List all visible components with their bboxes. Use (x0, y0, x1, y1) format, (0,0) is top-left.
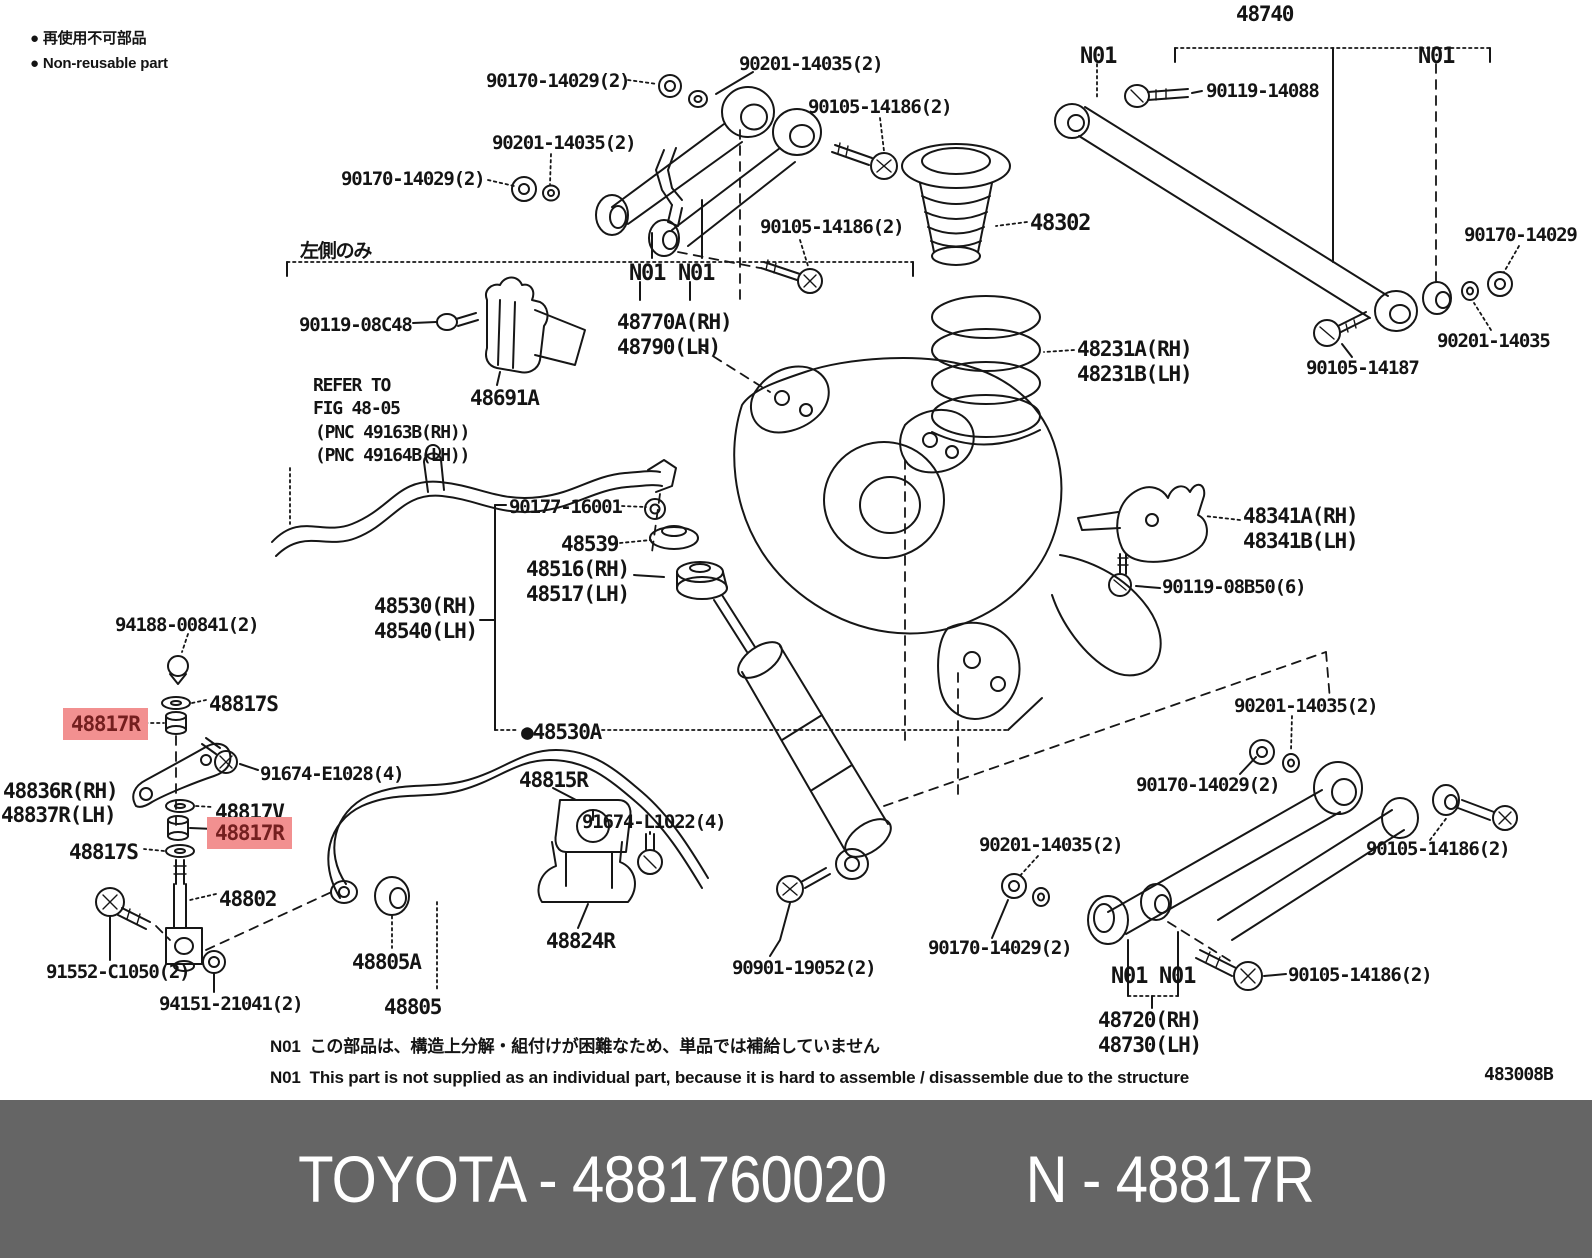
spring-bumper-bracket-drawing (1077, 483, 1241, 597)
part-label[interactable]: 48516(RH) (526, 557, 630, 581)
part-label[interactable]: 48720(RH) (1098, 1008, 1202, 1032)
part-label[interactable]: 94188-00841(2) (115, 614, 260, 636)
part-label[interactable]: 90170-14029(2) (928, 937, 1073, 959)
part-label[interactable]: 90105-14186(2) (1288, 964, 1433, 986)
part-label[interactable]: 91552-C1050(2) (46, 961, 191, 983)
part-label[interactable]: 90901-19052(2) (732, 957, 877, 979)
part-label[interactable]: 48790(LH) (617, 335, 721, 359)
part-label[interactable]: 48805 (384, 995, 442, 1019)
part-label[interactable]: N01 (1159, 964, 1196, 989)
footnote-en: N01 This part is not supplied as an indi… (270, 1068, 1190, 1087)
footer-bar: TOYOTA - 4881760020 N - 48817R (0, 1100, 1592, 1258)
part-label[interactable]: (PNC 49164B(LH)) (315, 445, 470, 466)
part-label[interactable]: 48815R (519, 768, 589, 792)
part-label[interactable]: 48824R (546, 929, 616, 953)
part-label[interactable]: 48539 (561, 532, 619, 556)
part-label[interactable]: N01 (678, 261, 715, 286)
part-label[interactable]: 48805A (352, 950, 422, 974)
part-label-highlighted[interactable]: 48817R (207, 817, 292, 850)
part-label[interactable]: 48802 (219, 887, 277, 911)
legend-jp: ● 再使用不可部品 (30, 30, 147, 47)
part-label[interactable]: 91674-E1028(4) (260, 763, 405, 785)
part-label[interactable]: 48540(LH) (374, 619, 478, 643)
part-label[interactable]: REFER TO (313, 375, 391, 396)
footer-part-code: N - 48817R (1026, 1142, 1315, 1216)
part-label[interactable]: 90170-14029(2) (341, 168, 486, 190)
part-label[interactable]: 90119-14088 (1206, 80, 1320, 102)
part-label[interactable]: 48740 (1236, 2, 1294, 26)
part-label[interactable]: (PNC 49163B(RH)) (315, 422, 470, 443)
shock-absorber-drawing (479, 498, 1043, 957)
part-label[interactable]: 48836R(RH) (3, 779, 119, 803)
part-label[interactable]: N01 (629, 261, 666, 286)
part-label[interactable]: 48231B(LH) (1077, 362, 1193, 386)
diagram-artwork (95, 47, 1520, 1009)
part-label[interactable]: 48341B(LH) (1243, 529, 1359, 553)
part-label[interactable]: N01 (1418, 44, 1455, 69)
part-label[interactable]: ●48530A (521, 720, 602, 744)
part-label[interactable]: 48770A(RH) (617, 310, 733, 334)
part-label[interactable]: 48302 (1030, 211, 1091, 236)
lateral-rod-drawing (1054, 47, 1520, 358)
part-label[interactable]: 左側のみ (300, 240, 372, 262)
axle-housing-drawing (699, 347, 1331, 807)
upper-control-arm-drawing (487, 71, 898, 306)
part-label[interactable]: 90201-14035 (1437, 330, 1551, 352)
part-label[interactable]: 94151-21041(2) (159, 993, 304, 1015)
part-label[interactable]: 90201-14035(2) (492, 132, 637, 154)
footnotes: N01 この部品は、構造上分解・組付けが困難なため、単品では補給していません N… (270, 1031, 1189, 1093)
lower-control-arms-drawing (991, 715, 1518, 1009)
stabilizer-link-drawing (95, 633, 337, 993)
part-label[interactable]: 90119-08B50(6) (1162, 576, 1307, 598)
stabilizer-bar-lower-drawing (327, 749, 709, 991)
part-label[interactable]: 90105-14186(2) (760, 216, 905, 238)
part-label[interactable]: 48231A(RH) (1077, 337, 1193, 361)
part-label[interactable]: 90201-14035(2) (1234, 695, 1379, 717)
part-label[interactable]: 48341A(RH) (1243, 504, 1359, 528)
part-label[interactable]: 90119-08C48 (299, 314, 413, 336)
part-label[interactable]: N01 (1080, 44, 1117, 69)
part-label[interactable]: 90105-14186(2) (808, 96, 953, 118)
part-label[interactable]: 90170-14029 (1464, 224, 1578, 246)
part-label[interactable]: 48691A (470, 386, 540, 410)
part-label[interactable]: FIG 48-05 (313, 398, 401, 419)
label-bracket-lines (639, 281, 691, 301)
part-label[interactable]: 90201-14035(2) (739, 53, 884, 75)
part-label[interactable]: 48530(RH) (374, 594, 478, 618)
part-label[interactable]: 90105-14186(2) (1366, 838, 1511, 860)
legend: ● 再使用不可部品 ● Non-reusable part (30, 26, 168, 76)
part-labels-layer: 90170-14029(2) 90201-14035(2) 90105-14186(… (1, 2, 1578, 1057)
part-label[interactable]: 90105-14187 (1306, 357, 1420, 379)
part-label[interactable]: 90170-14029(2) (486, 70, 631, 92)
footnote-jp: N01 この部品は、構造上分解・組付けが困難なため、単品では補給していません (270, 1037, 880, 1056)
part-label[interactable]: 48517(LH) (526, 582, 630, 606)
part-label[interactable]: 91674-L1022(4) (582, 811, 727, 833)
bump-stop-drawing (901, 143, 1028, 266)
footer-part-number: TOYOTA - 4881760020 (298, 1142, 887, 1216)
part-label[interactable]: 48817S (69, 840, 139, 864)
part-label[interactable]: 48817S (209, 692, 279, 716)
part-label[interactable]: 48837R(LH) (1, 803, 117, 827)
stabilizer-bar-upper-drawing (271, 261, 914, 557)
coil-spring-drawing (931, 295, 1075, 446)
part-label[interactable]: 90177-16001 (509, 496, 623, 518)
part-label-highlighted[interactable]: 48817R (63, 708, 148, 741)
part-label[interactable]: 90170-14029(2) (1136, 774, 1281, 796)
diagram-code: 483008B (1484, 1064, 1554, 1085)
legend-en: ● Non-reusable part (30, 55, 168, 72)
part-label[interactable]: 90201-14035(2) (979, 834, 1124, 856)
part-label[interactable]: N01 (1111, 964, 1148, 989)
part-label[interactable]: 48730(LH) (1098, 1033, 1202, 1057)
